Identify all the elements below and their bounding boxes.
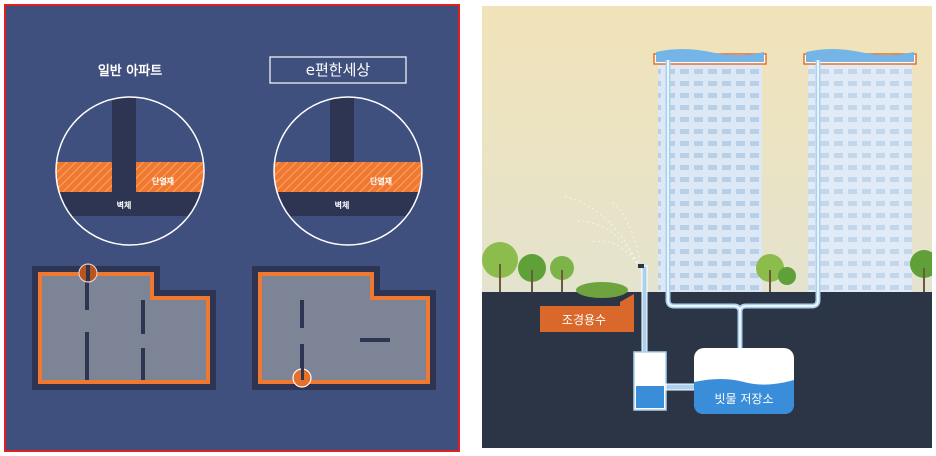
apartment-building-right: [803, 49, 917, 292]
apartment-building-left: [653, 49, 767, 292]
e-wall-detail-circle: 단열재 벽체: [273, 96, 423, 246]
rain-storage-tank: 빗물 저장소: [694, 348, 794, 414]
rainwater-panel: 조경용수 빗물 저장소: [482, 6, 936, 448]
wall-label: 벽체: [335, 200, 350, 210]
insulation-layer: [274, 162, 422, 192]
insulation-label: 단열재: [152, 176, 174, 186]
trees-right: [756, 250, 936, 292]
landscape-water-label: 조경용수: [562, 313, 606, 327]
wall-column: [112, 97, 136, 216]
general-floor-plan: [32, 263, 216, 390]
wall-label: 벽체: [117, 200, 132, 210]
e-floor-plan: [252, 266, 436, 390]
comparison-panel: 일반 아파트 e편한세상 단열재 벽체 단열재 벽체: [4, 4, 460, 452]
wall-column: [330, 97, 354, 166]
rainwater-recycling-diagram: 조경용수 빗물 저장소: [482, 6, 936, 448]
e-apartment-title: e편한세상: [306, 61, 371, 79]
general-apartment-title: 일반 아파트: [98, 63, 162, 79]
floor-slab: [274, 192, 422, 216]
sprinkler-spray: [561, 195, 643, 273]
trees-left: [482, 242, 628, 298]
insulation-label: 단열재: [370, 176, 392, 186]
pump-tank: [633, 351, 697, 411]
e-apartment-title-box: [269, 56, 407, 84]
rain-storage-label: 빗물 저장소: [714, 392, 773, 406]
general-wall-detail-circle: 단열재 벽체: [55, 96, 205, 246]
insulation-comparison-diagram: 일반 아파트 e편한세상 단열재 벽체 단열재 벽체: [4, 4, 460, 452]
landscape-water-tag: 조경용수: [540, 294, 634, 332]
